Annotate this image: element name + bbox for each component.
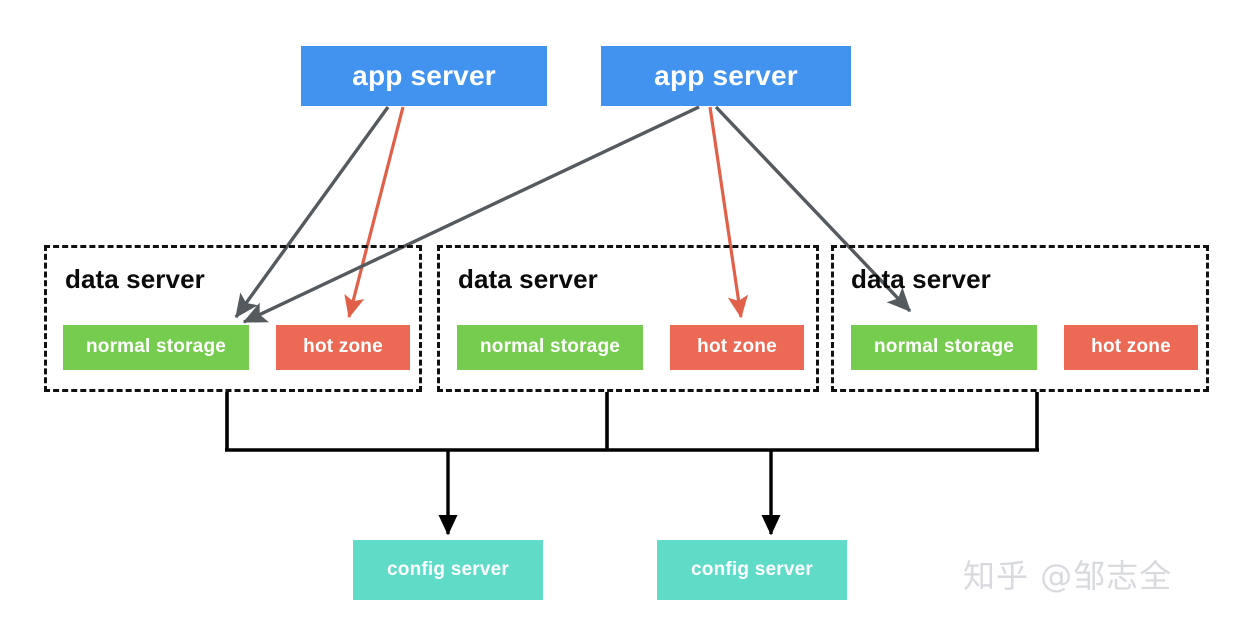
normal-storage-1-label: normal storage <box>85 336 227 358</box>
config-server-1[interactable]: config server <box>353 540 543 600</box>
arrow-app2-to-ds2-hot-zone <box>708 106 749 319</box>
watermark: 知乎 @邹志全 <box>963 557 1173 595</box>
data-server-3-label: data server <box>851 264 991 294</box>
config-bus-connectors <box>225 392 1039 536</box>
normal-storage-1[interactable]: normal storage <box>63 325 249 370</box>
hot-zone-2-label: hot zone <box>697 336 777 358</box>
hot-zone-1-label: hot zone <box>303 336 383 358</box>
hot-zone-3[interactable]: hot zone <box>1064 325 1198 370</box>
data-server-group-2 <box>437 245 819 392</box>
data-server-1-label: data server <box>65 264 205 294</box>
data-server-group-3 <box>831 245 1209 392</box>
hot-zone-2[interactable]: hot zone <box>670 325 804 370</box>
config-server-1-label: config server <box>387 558 509 580</box>
config-server-2[interactable]: config server <box>657 540 847 600</box>
app-server-2[interactable]: app server <box>601 46 851 106</box>
app-to-storage-arrows <box>234 105 912 324</box>
arrow-app2-to-ds3 <box>714 105 912 313</box>
arrow-app2-to-ds1-normal-storage <box>242 105 700 324</box>
config-server-2-label: config server <box>691 558 813 580</box>
hot-zone-3-label: hot zone <box>1091 336 1171 358</box>
app-server-1-label: app server <box>352 59 496 91</box>
data-server-group-1 <box>44 245 422 392</box>
arrow-app1-to-ds1-hot-zone <box>344 106 405 319</box>
arrow-app1-to-ds1-normal-storage <box>234 106 390 319</box>
normal-storage-3[interactable]: normal storage <box>851 325 1037 370</box>
hot-zone-1[interactable]: hot zone <box>276 325 410 370</box>
normal-storage-3-label: normal storage <box>873 336 1015 358</box>
normal-storage-2-label: normal storage <box>479 336 621 358</box>
app-server-1[interactable]: app server <box>301 46 547 106</box>
data-server-2-label: data server <box>458 264 598 294</box>
app-server-2-label: app server <box>654 59 798 91</box>
normal-storage-2[interactable]: normal storage <box>457 325 643 370</box>
